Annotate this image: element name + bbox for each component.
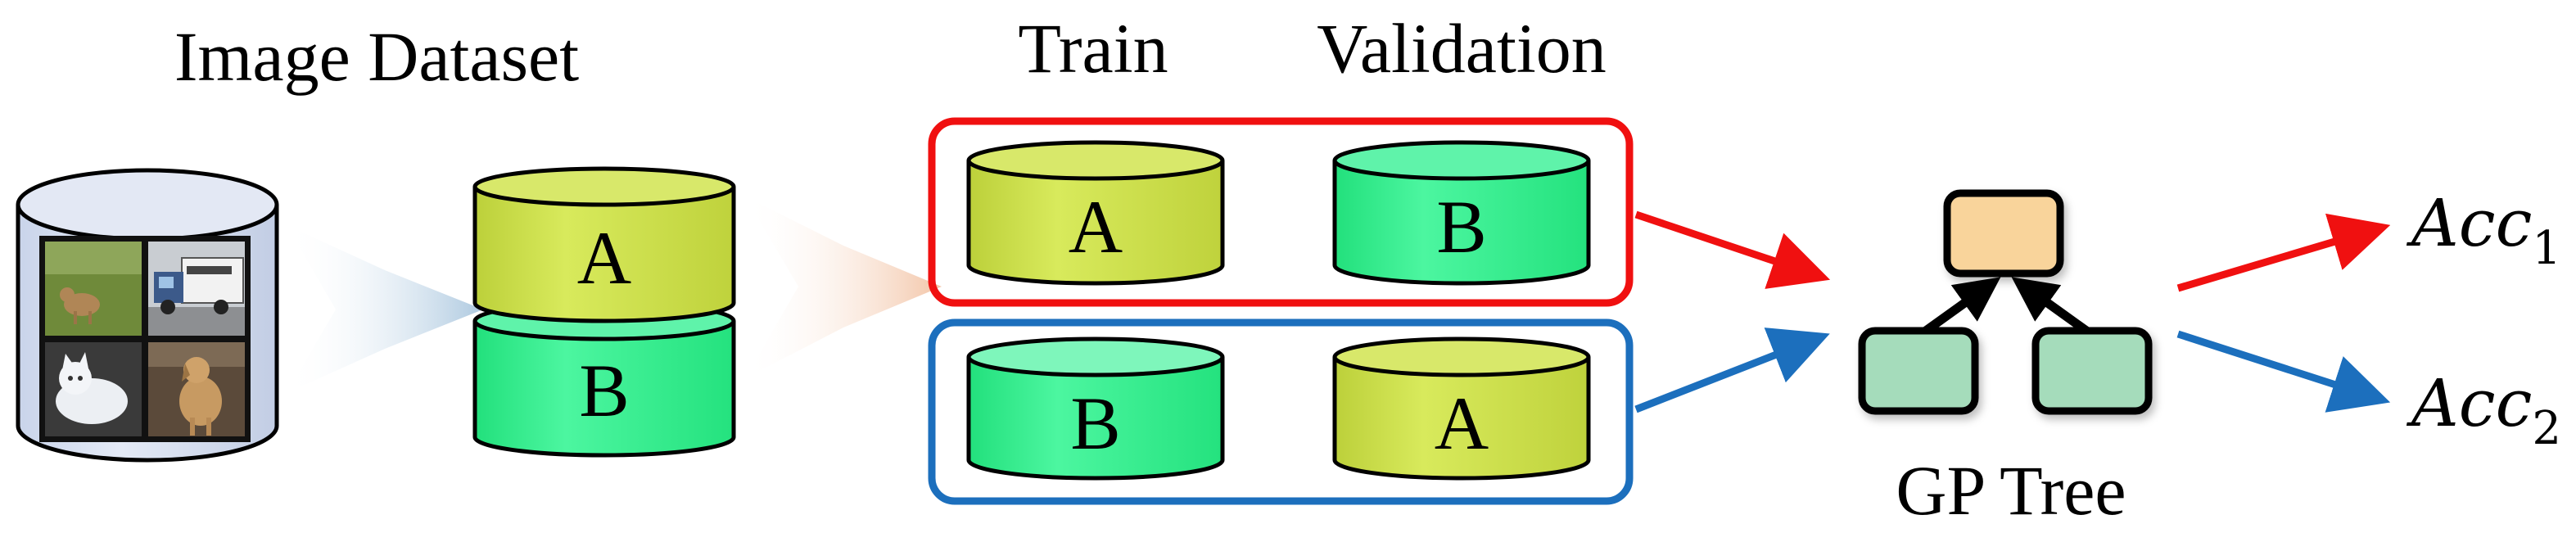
thumbnail-dog: [148, 342, 245, 436]
thumbnail-white-cat: [45, 342, 142, 436]
image-grid: [39, 236, 251, 442]
fold2-to-tree-arrow: [1634, 327, 1830, 413]
tree-to-acc1-arrow: [2176, 213, 2391, 292]
fold2-train-cylinder: [966, 336, 1225, 481]
gp-tree-left-node: [1858, 327, 1979, 415]
fold1-validation-label: B: [1436, 185, 1486, 269]
acc2-label: Acc2: [2406, 365, 2561, 455]
gp-tree-title: GP Tree: [1896, 451, 2126, 530]
gp-tree-edge-left: [1923, 277, 2001, 335]
fold1-to-tree-arrow: [1634, 210, 1831, 289]
validation-title: Validation: [1317, 9, 1607, 88]
fold2-box: [928, 318, 1634, 505]
fold2-validation-label: A: [1435, 382, 1489, 465]
fold1-box: [928, 117, 1634, 307]
fold1-train-cylinder: [966, 140, 1225, 286]
dataset-title: Image Dataset: [174, 17, 579, 96]
fold2-validation-cylinder: [1332, 336, 1591, 481]
gp-tree-root-node: [1943, 189, 2064, 278]
gp-tree-edge-right: [2011, 277, 2090, 335]
flow-arrow-blue: [287, 225, 483, 393]
fold2-train-label: B: [1070, 382, 1120, 465]
gp-tree-right-node: [2031, 327, 2153, 415]
split-cylinder-a: [472, 166, 736, 323]
split-label-b: B: [579, 349, 629, 432]
tree-to-acc2-arrow: [2176, 330, 2391, 413]
train-title: Train: [1018, 9, 1168, 88]
flow-arrow-peach: [745, 196, 942, 378]
thumbnail-truck: [148, 242, 245, 336]
gp-tree: [1858, 189, 2153, 415]
fold1-validation-cylinder: [1332, 140, 1591, 286]
fold1-train-label: A: [1069, 185, 1123, 269]
split-label-a: A: [577, 216, 631, 300]
thumbnail-cat-in-field: [45, 242, 142, 336]
acc1-label: Acc1: [2406, 185, 2561, 275]
